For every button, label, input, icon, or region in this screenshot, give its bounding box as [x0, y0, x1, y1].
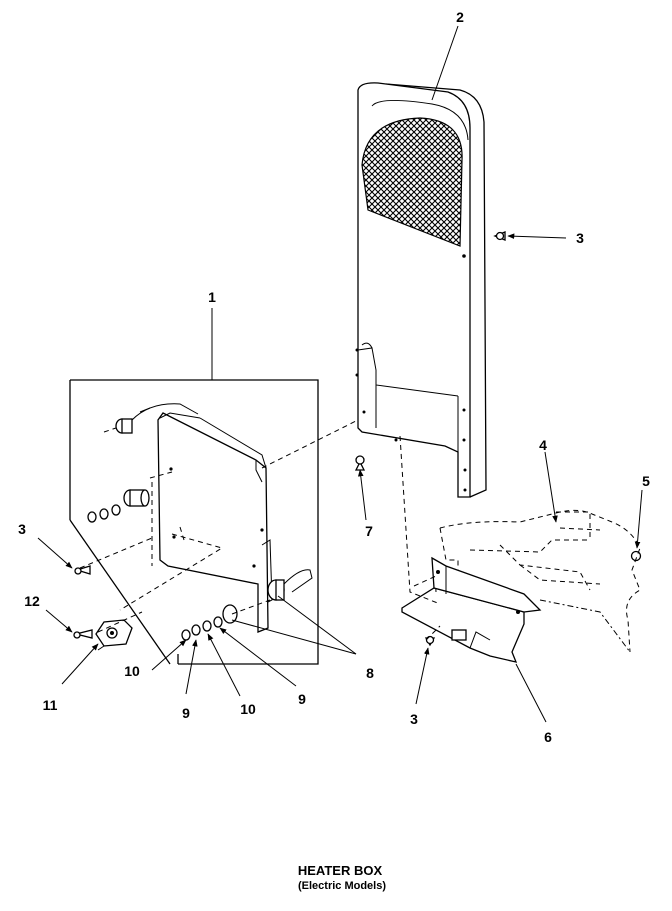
- callout-labels: 1 2 3 4 5 3 7 12 8 11 10 9 10 9 3 6: [18, 9, 650, 745]
- callout-12: 12: [24, 593, 40, 609]
- thermostat: [95, 619, 133, 651]
- callout-9-b: 9: [298, 691, 306, 707]
- callout-10-a: 10: [124, 663, 140, 679]
- callout-6: 6: [544, 729, 552, 745]
- grille-mesh: [361, 117, 463, 247]
- diagram-title: HEATER BOX: [298, 863, 383, 878]
- mounting-bracket: [401, 556, 542, 663]
- callout-3-left: 3: [18, 521, 26, 537]
- alignment-lines: [79, 419, 441, 641]
- washer-stack-left: [87, 489, 150, 523]
- callout-7: 7: [365, 523, 373, 539]
- lower-terminal: [181, 569, 313, 641]
- callout-9-a: 9: [182, 705, 190, 721]
- heater-duct: [355, 82, 487, 498]
- diagram-subtitle: (Electric Models): [298, 880, 386, 892]
- heater-element-plate: [157, 412, 273, 633]
- callout-3-bottom: 3: [410, 711, 418, 727]
- callout-3-top: 3: [576, 230, 584, 246]
- top-terminal: [115, 403, 199, 434]
- callout-10-b: 10: [240, 701, 256, 717]
- callout-11: 11: [43, 697, 58, 713]
- callout-5: 5: [642, 473, 650, 489]
- blower-housing: [439, 509, 641, 653]
- callout-1: 1: [208, 289, 216, 305]
- callout-4: 4: [539, 437, 547, 453]
- screws: [73, 231, 642, 647]
- callout-8: 8: [366, 665, 374, 681]
- leader-lines: [37, 25, 643, 723]
- heater-box-housing: [69, 379, 319, 665]
- callout-2: 2: [456, 9, 464, 25]
